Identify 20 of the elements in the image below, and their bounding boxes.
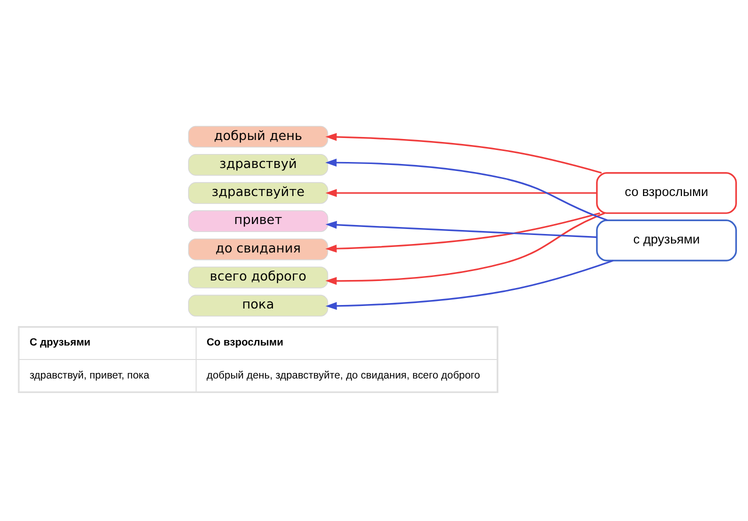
node-box: до свидания [188,238,328,260]
arrow [326,220,597,238]
label: Со взрослыми [206,336,284,348]
label: С друзьями [30,336,91,348]
arrow [325,212,600,252]
node-box: здравствуйте [188,182,328,204]
node-box: здравствуй [188,153,328,176]
arrow [325,158,608,221]
node-box: всего доброго [188,266,328,288]
node-box: добрый день [188,125,328,148]
node-box: со взрослыми [596,172,737,214]
node-box: пока [188,294,328,316]
label: здравствуй, привет, пока [30,370,150,381]
arrow [325,212,606,284]
node-box: с друзьями [596,219,737,261]
arrow [326,259,614,310]
arrow [325,132,602,174]
label: добрый день, здравствуйте, до свидания, всего доброго [206,370,480,381]
arrow [326,188,597,196]
node-box: привет [188,210,328,232]
